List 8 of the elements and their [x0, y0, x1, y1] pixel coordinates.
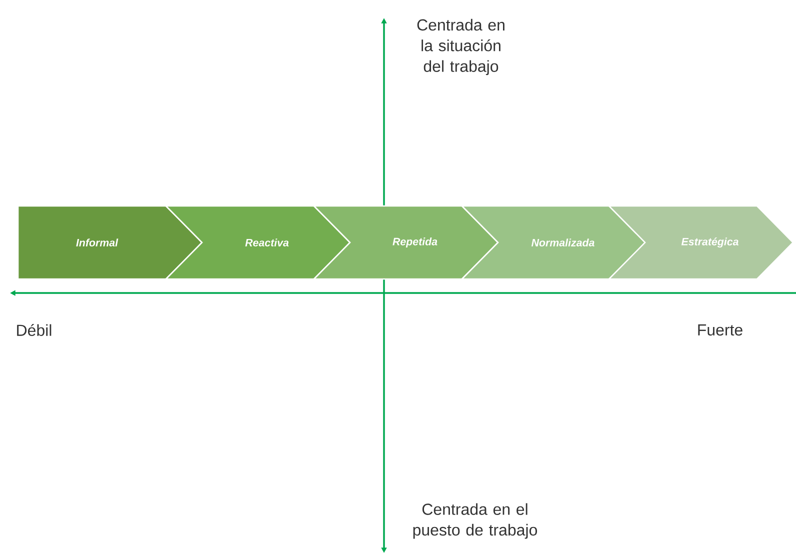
chevron-step: Reactiva [164, 205, 351, 280]
chevron-step: Normalizada [460, 205, 647, 280]
axis-label: Fuerte [698, 324, 742, 336]
axis-label: Débil [17, 324, 52, 336]
chevron-step: Repetida [312, 205, 499, 280]
chevron-step: Estratégica [607, 205, 794, 280]
axis-label: Centrada en el puesto de trabajo [413, 503, 537, 539]
axis-label: Centrada en la situación del trabajo [417, 18, 504, 76]
